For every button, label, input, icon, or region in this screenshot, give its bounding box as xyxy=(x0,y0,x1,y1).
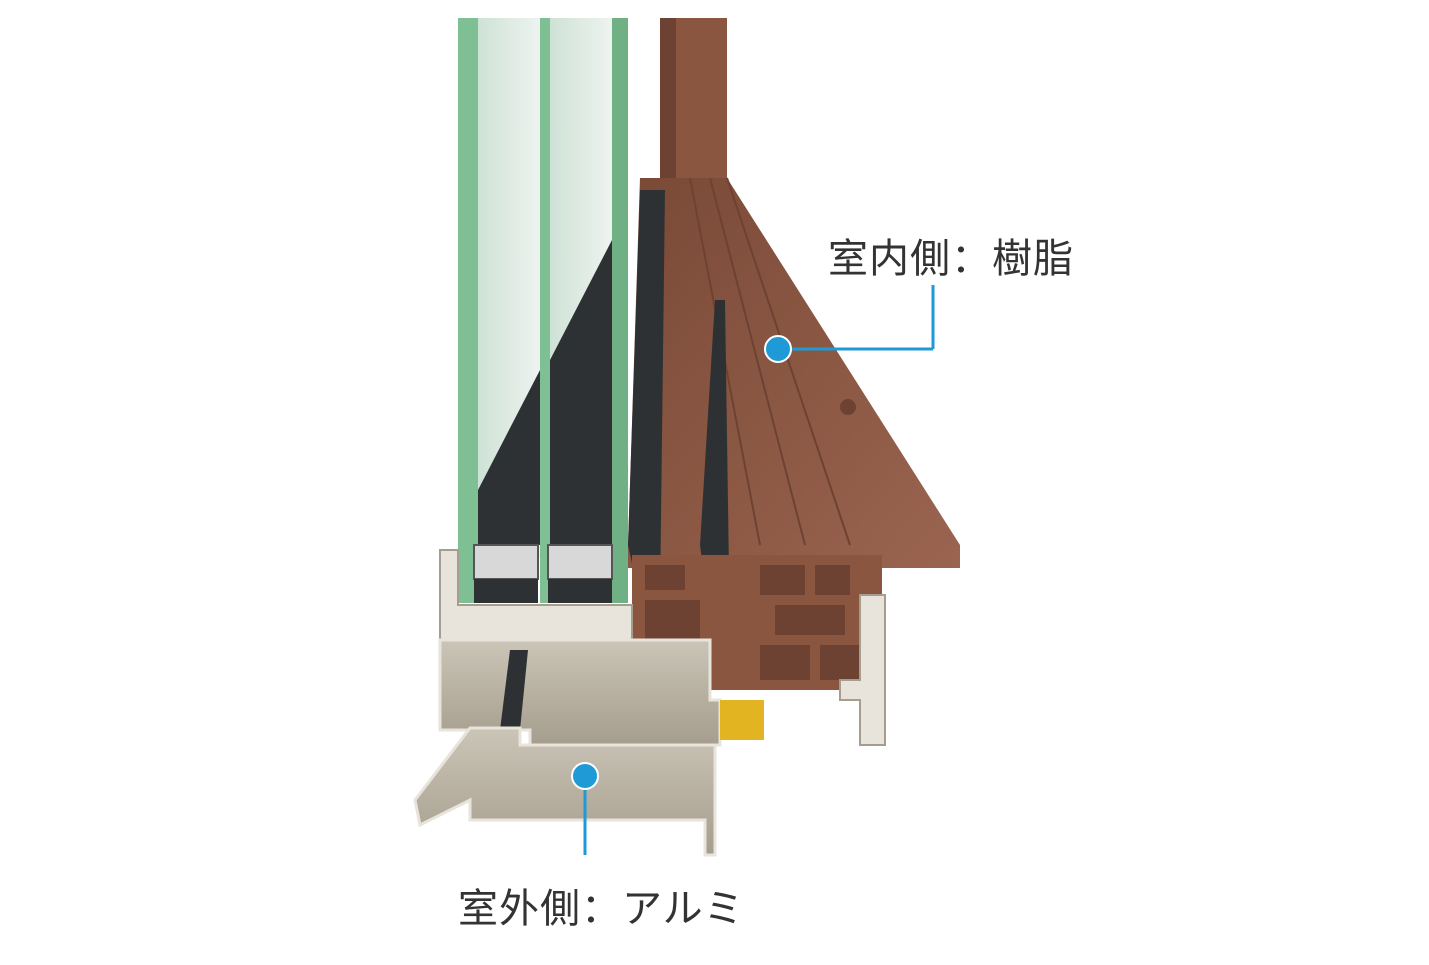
glazing-bead xyxy=(628,190,665,600)
desiccant-2 xyxy=(547,544,613,580)
sealant-2 xyxy=(548,579,612,603)
aluminum-interior-edge xyxy=(839,594,886,746)
glass-edge-inner xyxy=(612,18,628,603)
spacer-bar-2 xyxy=(550,240,612,545)
marker-dot-interior xyxy=(764,335,792,363)
glass-edge-middle xyxy=(540,18,550,603)
annotation-exterior xyxy=(571,762,599,855)
glass-panes xyxy=(458,18,628,603)
resin-frame xyxy=(628,18,960,690)
aluminum-lower-section xyxy=(413,726,717,857)
aluminum-frame xyxy=(413,549,886,857)
resin-jamb xyxy=(675,18,727,178)
thermal-break-gasket xyxy=(720,700,764,740)
exterior-gasket xyxy=(500,650,528,730)
sealant-1 xyxy=(474,579,538,603)
screw-head xyxy=(840,399,856,415)
marker-dot-exterior xyxy=(571,762,599,790)
interior-label: 室内側：樹脂 xyxy=(828,236,1074,282)
glass-edge-outer xyxy=(458,18,478,603)
annotation-interior xyxy=(764,285,935,363)
exterior-label: 室外側：アルミ xyxy=(458,886,745,932)
desiccant-1 xyxy=(473,544,539,580)
spacer-bar-1 xyxy=(478,370,540,545)
